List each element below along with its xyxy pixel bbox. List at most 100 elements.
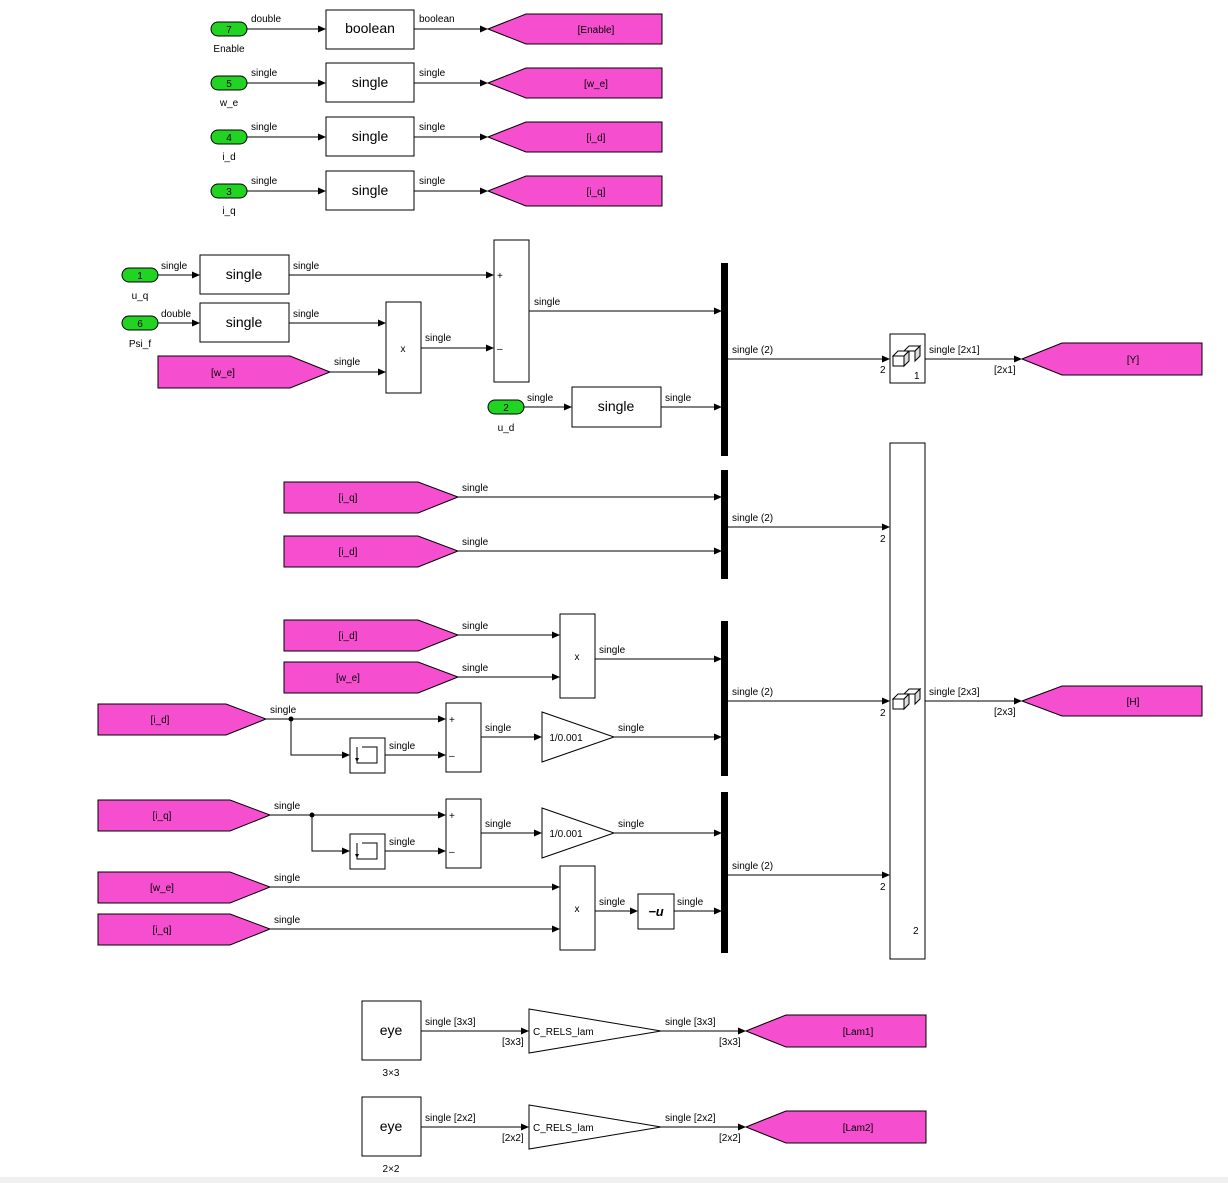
signal-label: single [2x2] bbox=[665, 1113, 716, 1124]
goto-w_e[interactable]: [w_e] bbox=[486, 67, 663, 99]
reshape-block[interactable]: 1 bbox=[889, 333, 926, 384]
signal-label: single (2) bbox=[732, 687, 773, 698]
from-i_d[interactable]: [i_d] bbox=[283, 535, 460, 568]
convert-block-single[interactable]: single bbox=[325, 116, 415, 157]
goto-i_d[interactable]: [i_d] bbox=[486, 121, 663, 153]
sum-block[interactable]: + – bbox=[445, 798, 482, 869]
convert-block-single[interactable]: single bbox=[325, 170, 415, 211]
from-w_e[interactable]: [w_e] bbox=[157, 355, 332, 389]
svg-text:[i_q]: [i_q] bbox=[587, 187, 606, 198]
signal-label: single bbox=[274, 801, 301, 812]
signal-label: single bbox=[485, 819, 512, 830]
from-i_q[interactable]: [i_q] bbox=[97, 913, 272, 946]
from-i_q[interactable]: [i_q] bbox=[283, 481, 460, 514]
svg-text:single: single bbox=[226, 266, 263, 282]
sum-block[interactable]: + – bbox=[493, 239, 530, 383]
signal-label: single [2x3] bbox=[929, 687, 980, 698]
svg-text:–: – bbox=[449, 847, 455, 858]
svg-text:[Lam2]: [Lam2] bbox=[843, 1123, 874, 1134]
svg-text:3×3: 3×3 bbox=[383, 1068, 400, 1079]
signal-label: single (2) bbox=[732, 861, 773, 872]
from-i_q[interactable]: [i_q] bbox=[97, 799, 272, 832]
signal-label: boolean bbox=[419, 14, 455, 25]
goto-h[interactable]: [H] bbox=[1020, 685, 1203, 717]
svg-text:1: 1 bbox=[914, 371, 920, 382]
svg-text:+: + bbox=[497, 271, 503, 282]
eye-block-3x3[interactable]: eye 3×3 bbox=[361, 1000, 422, 1079]
product-block[interactable]: x bbox=[559, 865, 596, 951]
inport-i_d[interactable]: 4 i_d bbox=[210, 129, 248, 163]
convert-block-boolean[interactable]: boolean bbox=[325, 9, 415, 50]
signal-label: single bbox=[419, 68, 446, 79]
svg-text:Enable: Enable bbox=[213, 44, 245, 55]
inport-i_q[interactable]: 3 i_q bbox=[210, 183, 248, 217]
goto-lam2[interactable]: [Lam2] bbox=[744, 1110, 927, 1144]
mux-bar[interactable] bbox=[721, 621, 728, 776]
signal-label: single bbox=[251, 68, 278, 79]
goto-enable[interactable]: [Enable] bbox=[486, 13, 663, 45]
signal-label: single bbox=[462, 663, 489, 674]
product-block[interactable]: x bbox=[559, 613, 596, 699]
svg-text:[H]: [H] bbox=[1127, 697, 1140, 708]
svg-text:[i_d]: [i_d] bbox=[339, 547, 358, 558]
signal-label: single bbox=[334, 357, 361, 368]
svg-text:6: 6 bbox=[137, 319, 143, 330]
signal-label: single [2x1] bbox=[929, 345, 980, 356]
signal-label: single bbox=[665, 393, 692, 404]
signal-label: single bbox=[389, 837, 416, 848]
goto-i_q[interactable]: [i_q] bbox=[486, 175, 663, 207]
signal-label: single bbox=[274, 915, 301, 926]
inport-u_q[interactable]: 1 u_q bbox=[121, 267, 159, 302]
goto-y[interactable]: [Y] bbox=[1020, 342, 1203, 376]
svg-text:i_q: i_q bbox=[222, 206, 235, 217]
svg-text:1: 1 bbox=[137, 271, 143, 282]
convert-block-single[interactable]: single bbox=[199, 302, 290, 343]
mux-bar[interactable] bbox=[721, 792, 728, 953]
port-label: 2 bbox=[880, 708, 886, 719]
gain-block[interactable]: 1/0.001 bbox=[541, 807, 616, 859]
unary-minus-block[interactable]: −u bbox=[637, 893, 675, 930]
from-i_d[interactable]: [i_d] bbox=[283, 619, 460, 652]
inport-u_d[interactable]: 2 u_d bbox=[487, 399, 525, 434]
signal-label: single bbox=[677, 897, 704, 908]
goto-lam1[interactable]: [Lam1] bbox=[744, 1014, 927, 1048]
svg-text:−u: −u bbox=[648, 904, 664, 919]
mux-bar[interactable] bbox=[721, 263, 728, 456]
memory-block[interactable] bbox=[349, 737, 386, 774]
from-w_e[interactable]: [w_e] bbox=[283, 661, 460, 694]
svg-text:[i_d]: [i_d] bbox=[587, 133, 606, 144]
signal-label: single bbox=[161, 261, 188, 272]
svg-text:–: – bbox=[497, 344, 503, 355]
sum-block[interactable]: + – bbox=[445, 702, 482, 773]
eye-block-2x2[interactable]: eye 2×2 bbox=[361, 1096, 422, 1175]
inport-w_e[interactable]: 5 w_e bbox=[210, 75, 248, 109]
signal-label: single [3x3] bbox=[425, 1017, 476, 1028]
inport-enable[interactable]: 7 Enable bbox=[210, 21, 248, 55]
svg-text:u_d: u_d bbox=[498, 423, 515, 434]
mux-bar[interactable] bbox=[721, 470, 728, 579]
svg-text:–: – bbox=[449, 751, 455, 762]
signal-label: single (2) bbox=[732, 345, 773, 356]
port-label: 2 bbox=[880, 882, 886, 893]
memory-block[interactable] bbox=[349, 833, 386, 870]
convert-block-single[interactable]: single bbox=[571, 386, 662, 428]
inport-psi_f[interactable]: 6 Psi_f bbox=[121, 315, 159, 350]
product-block[interactable]: x bbox=[385, 301, 422, 394]
convert-block-single[interactable]: single bbox=[199, 254, 290, 295]
port-label: 2 bbox=[880, 365, 886, 376]
from-w_e[interactable]: [w_e] bbox=[97, 871, 272, 904]
svg-text:w_e: w_e bbox=[219, 98, 239, 109]
svg-text:single: single bbox=[352, 182, 389, 198]
concat-block[interactable]: 2 bbox=[889, 442, 926, 960]
signal-label: single [3x3] bbox=[665, 1017, 716, 1028]
svg-text:[w_e]: [w_e] bbox=[211, 368, 235, 379]
signal-label: single bbox=[425, 333, 452, 344]
gain-block-lam2[interactable]: C_RELS_lam bbox=[528, 1104, 662, 1150]
svg-text:2: 2 bbox=[503, 403, 509, 414]
convert-block-single[interactable]: single bbox=[325, 62, 415, 103]
port-label: 2 bbox=[880, 534, 886, 545]
from-i_d[interactable]: [i_d] bbox=[97, 703, 268, 736]
gain-block[interactable]: 1/0.001 bbox=[541, 711, 616, 763]
gain-block-lam1[interactable]: C_RELS_lam bbox=[528, 1008, 662, 1054]
svg-text:i_d: i_d bbox=[222, 152, 235, 163]
